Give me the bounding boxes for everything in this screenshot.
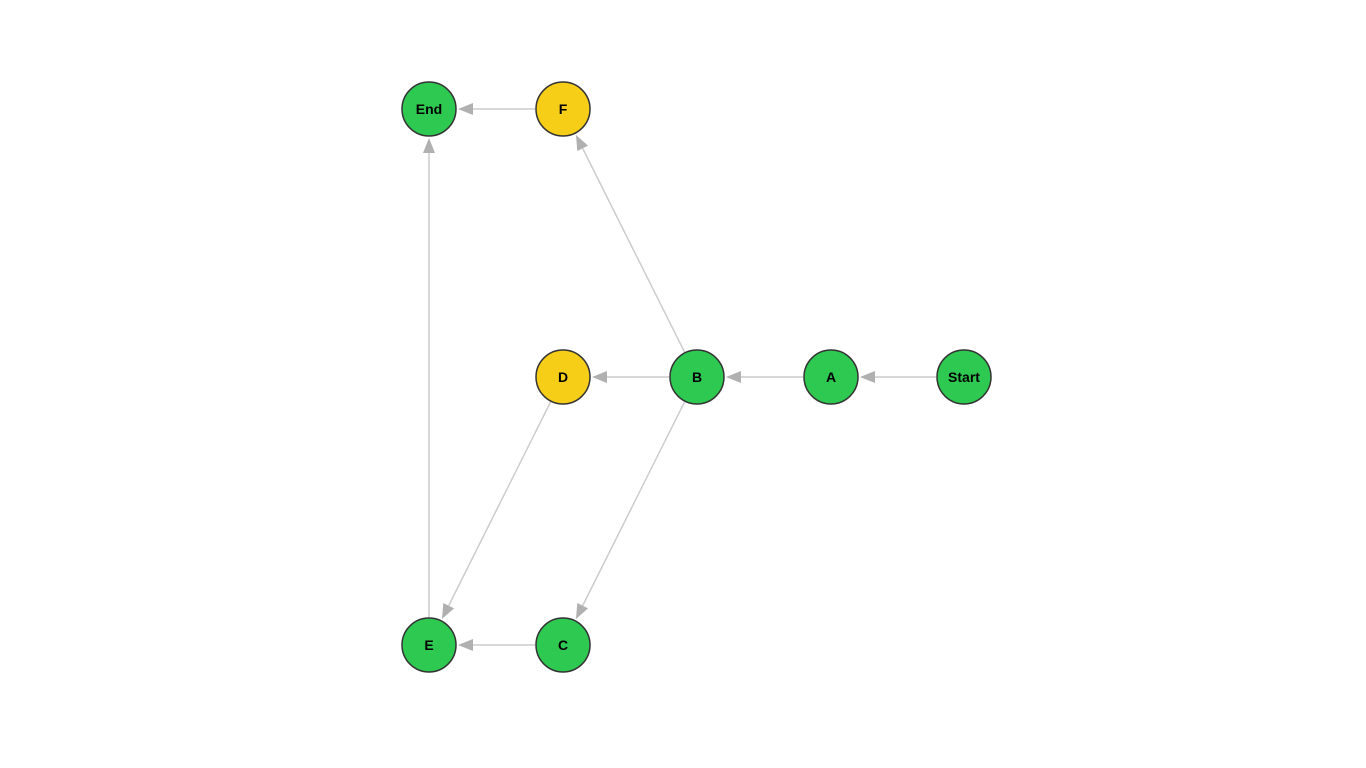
edge-line — [582, 401, 686, 606]
edge-E-End — [423, 138, 435, 617]
node-circle-E[interactable] — [401, 617, 457, 673]
edge-B-C — [575, 401, 686, 620]
edge-F-End — [458, 103, 535, 115]
edge-line — [448, 401, 552, 606]
node-C[interactable]: C — [535, 617, 591, 673]
edge-B-D — [592, 371, 669, 383]
node-B[interactable]: B — [669, 349, 725, 405]
node-F[interactable]: F — [535, 81, 591, 137]
node-E[interactable]: E — [401, 617, 457, 673]
arrowhead-icon — [423, 138, 435, 153]
arrowhead-icon — [726, 371, 741, 383]
arrowhead-icon — [441, 602, 455, 620]
node-circle-F[interactable] — [535, 81, 591, 137]
arrowhead-icon — [575, 134, 589, 152]
edge-B-F — [575, 134, 686, 353]
node-circle-A[interactable] — [803, 349, 859, 405]
arrowhead-icon — [860, 371, 875, 383]
node-End[interactable]: End — [401, 81, 457, 137]
node-circle-B[interactable] — [669, 349, 725, 405]
edge-D-E — [441, 401, 552, 620]
node-D[interactable]: D — [535, 349, 591, 405]
arrowhead-icon — [575, 602, 589, 620]
edge-C-E — [458, 639, 535, 651]
arrowhead-icon — [458, 639, 473, 651]
node-circle-D[interactable] — [535, 349, 591, 405]
node-A[interactable]: A — [803, 349, 859, 405]
edge-line — [582, 148, 686, 353]
edges-layer — [423, 103, 936, 651]
node-circle-C[interactable] — [535, 617, 591, 673]
edge-Start-A — [860, 371, 936, 383]
arrowhead-icon — [592, 371, 607, 383]
node-circle-Start[interactable] — [936, 349, 992, 405]
edge-A-B — [726, 371, 803, 383]
node-Start[interactable]: Start — [936, 349, 992, 405]
node-circle-End[interactable] — [401, 81, 457, 137]
arrowhead-icon — [458, 103, 473, 115]
